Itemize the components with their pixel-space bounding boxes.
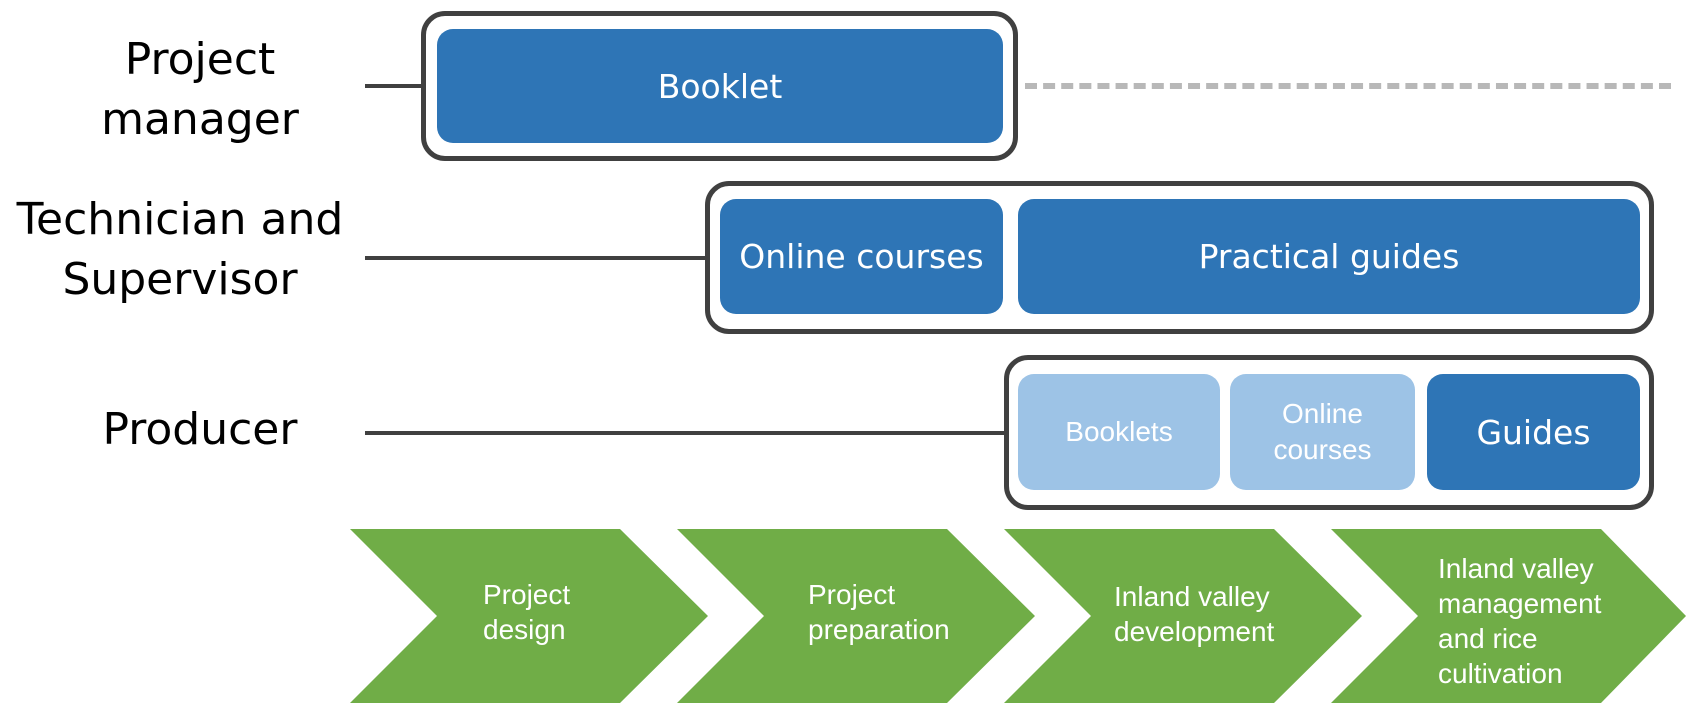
connector-technician	[365, 256, 705, 260]
dashed-extension-line	[1025, 83, 1671, 89]
stage-label-project-preparation: Project preparation	[808, 579, 950, 645]
stage-label-inland-valley-management: Inland valley management and rice cultiv…	[1438, 553, 1602, 689]
online-courses-producer-box: Online courses	[1230, 374, 1415, 490]
guides-box: Guides	[1427, 374, 1640, 490]
role-label-producer: Producer	[102, 404, 298, 455]
stage-chevron-2	[677, 529, 1035, 703]
connector-manager	[365, 84, 425, 88]
stage-chevron-1	[350, 529, 708, 703]
stage-label-inland-valley-development: Inland valley development	[1114, 581, 1275, 647]
online-courses-box: Online courses	[720, 199, 1003, 314]
connector-producer	[365, 431, 1005, 435]
role-label-technician-supervisor: Technician and Supervisor	[16, 194, 344, 305]
booklets-box: Booklets	[1018, 374, 1220, 490]
practical-guides-box: Practical guides	[1018, 199, 1640, 314]
stage-label-project-design: Project design	[483, 579, 571, 645]
booklet-box: Booklet	[437, 29, 1003, 143]
stage-chevron-4	[1331, 529, 1686, 703]
role-label-project-manager: Project manager	[101, 34, 299, 145]
stage-chevron-3	[1004, 529, 1362, 703]
